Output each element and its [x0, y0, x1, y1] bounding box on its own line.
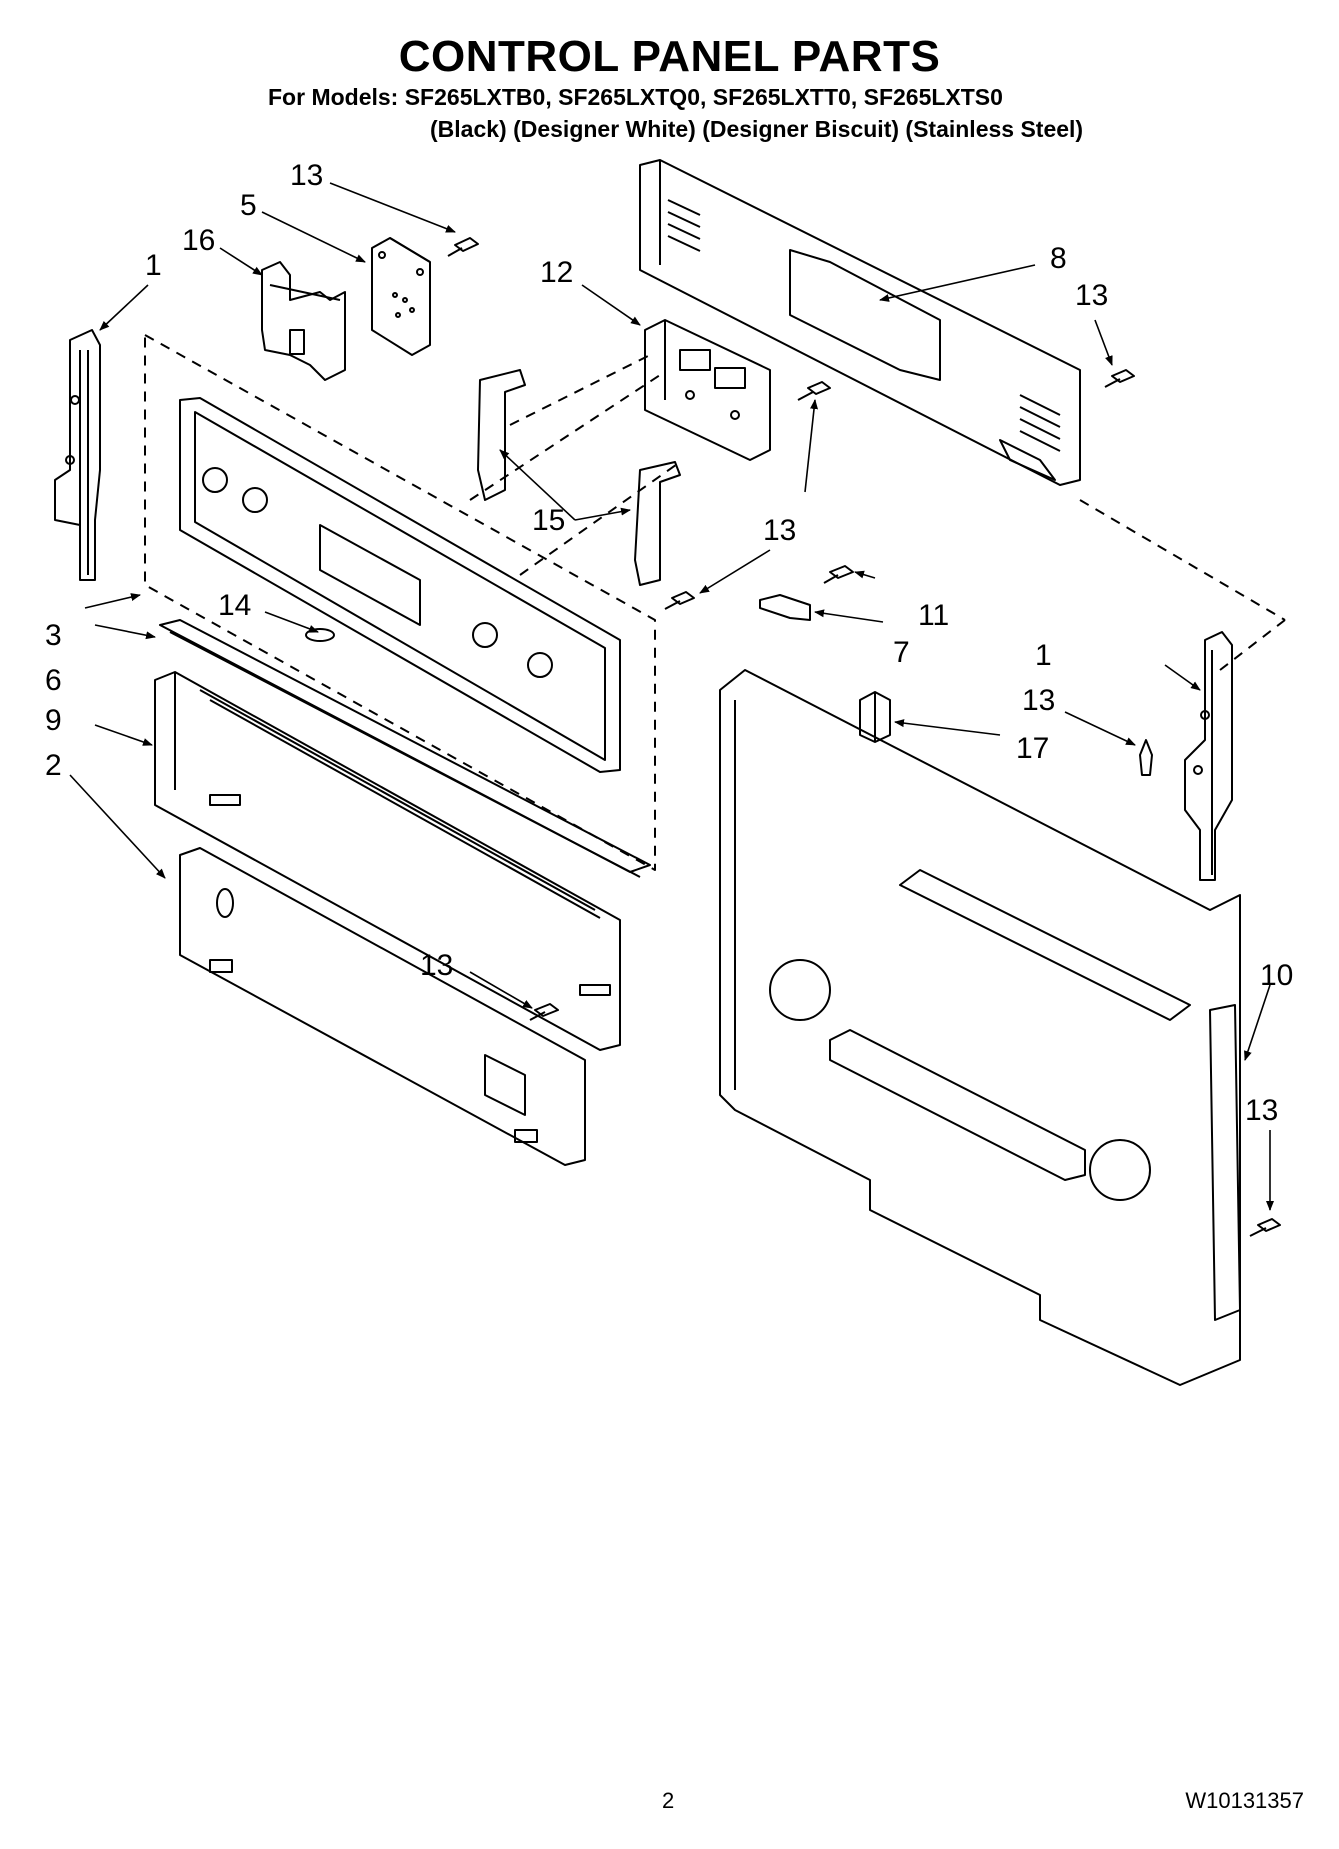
callout-13: 13 — [420, 949, 453, 982]
callout-11: 11 — [918, 599, 949, 632]
document-number: W10131357 — [1185, 1788, 1304, 1813]
screw-lower-right — [1249, 1218, 1281, 1237]
trim-left — [477, 369, 526, 501]
callout-16: 16 — [182, 224, 215, 257]
callout-1: 1 — [1035, 639, 1052, 672]
page-title: CONTROL PANEL PARTS — [398, 32, 941, 81]
clip-bracket — [261, 261, 346, 381]
screw-top — [447, 237, 479, 257]
callout-6: 6 — [45, 664, 62, 697]
control-board — [371, 237, 431, 356]
clip-17 — [859, 691, 891, 743]
callout-9: 9 — [45, 704, 62, 737]
electronic-control — [644, 319, 771, 461]
callout-17: 17 — [1016, 732, 1049, 765]
colors-line: (Black) (Designer White) (Designer Biscu… — [430, 116, 1084, 142]
screw-upper-right — [1104, 369, 1135, 388]
callout-2: 2 — [45, 749, 62, 782]
support-channel — [154, 671, 621, 1051]
models-line: For Models: SF265LXTB0, SF265LXTQ0, SF26… — [268, 84, 1003, 110]
callout-10: 10 — [1260, 959, 1293, 992]
end-cap-left — [54, 329, 101, 581]
end-cap-right — [1184, 631, 1233, 881]
callout-8: 8 — [1050, 242, 1067, 275]
trim-strip — [159, 619, 651, 878]
screw-mid — [664, 591, 695, 610]
screw-lower-left — [529, 1003, 559, 1021]
callout-7: 7 — [893, 636, 910, 669]
callout-13: 13 — [290, 159, 323, 192]
callout-13: 13 — [1075, 279, 1108, 312]
callout-1: 1 — [145, 249, 162, 282]
main-back-panel — [719, 669, 1241, 1386]
screw-right — [1139, 739, 1153, 776]
page-number: 2 — [662, 1788, 675, 1813]
rear-console-bracket — [639, 159, 1081, 486]
callout-3: 3 — [45, 619, 62, 652]
callout-13: 13 — [1245, 1094, 1278, 1127]
callout-15: 15 — [532, 504, 565, 537]
leader-lines — [69, 182, 1274, 1211]
callout-14: 14 — [218, 589, 251, 622]
console-panel — [179, 397, 621, 773]
assembly-lines — [144, 334, 1286, 871]
trim-right — [634, 461, 681, 586]
screw-bracket — [823, 565, 854, 584]
callout-13: 13 — [1022, 684, 1055, 717]
callout-5: 5 — [240, 189, 257, 222]
callout-13: 13 — [763, 514, 796, 547]
callout-12: 12 — [540, 256, 573, 289]
small-bracket — [759, 594, 811, 621]
screw-control — [797, 381, 831, 401]
lower-back-panel — [179, 847, 586, 1166]
